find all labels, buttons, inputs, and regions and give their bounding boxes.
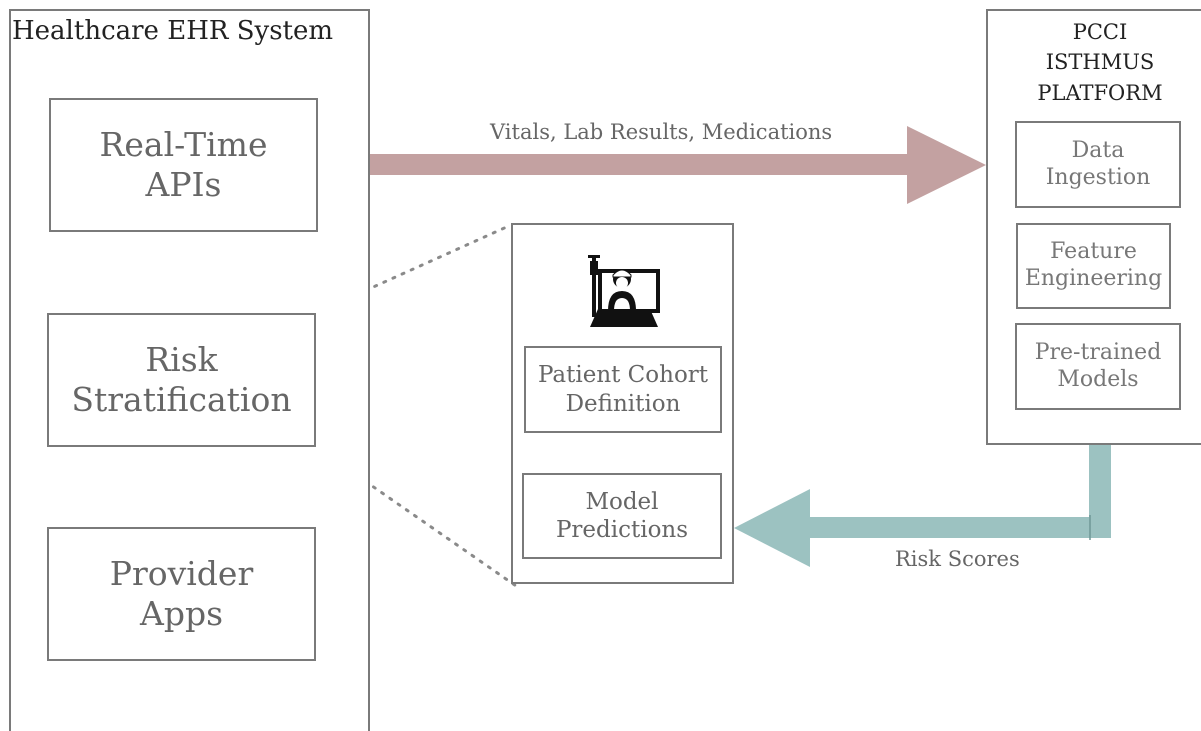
patient-bed-icon <box>584 253 661 330</box>
model-predictions-label: Model Predictions <box>555 488 689 543</box>
provider-apps-box: Provider Apps <box>47 527 316 661</box>
pcci-platform-title: PCCI ISTHMUS PLATFORM <box>1037 20 1163 105</box>
model-predictions-box: Model Predictions <box>522 473 722 559</box>
provider-apps-label: Provider Apps <box>109 553 254 633</box>
data-ingestion-box: Data Ingestion <box>1015 121 1181 208</box>
flow-label-to-platform: Vitals, Lab Results, Medications <box>490 120 833 144</box>
feature-engineering-label: Feature Engineering <box>1024 239 1163 291</box>
ehr-system-title: Healthcare EHR System <box>12 16 334 46</box>
patient-cohort-box: Patient Cohort Definition <box>524 346 722 433</box>
risk-stratification-label: Risk Stratification <box>71 339 292 419</box>
pretrained-models-label: Pre-trained Models <box>1034 339 1162 392</box>
risk-stratification-box: Risk Stratification <box>47 313 316 447</box>
pretrained-models-box: Pre-trained Models <box>1015 323 1181 410</box>
flow-arrow-to-ehr <box>734 445 1111 567</box>
flow-label-to-ehr: Risk Scores <box>895 547 1020 571</box>
feature-engineering-box: Feature Engineering <box>1016 223 1171 309</box>
data-ingestion-label: Data Ingestion <box>1045 137 1151 190</box>
flow-arrow-to-platform <box>318 126 986 204</box>
realtime-apis-label: Real-Time APIs <box>99 124 268 204</box>
realtime-apis-box: Real-Time APIs <box>49 98 318 232</box>
patient-cohort-label: Patient Cohort Definition <box>537 362 709 417</box>
